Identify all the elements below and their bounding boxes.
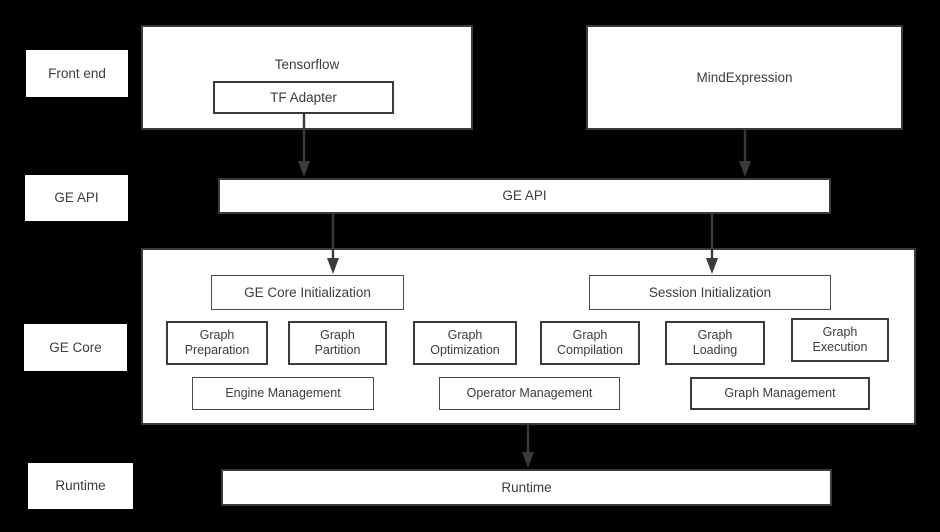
stage-label-ge-api-text: GE API <box>54 190 99 206</box>
tf-adapter-box[interactable]: TF Adapter <box>213 81 394 114</box>
module-graph-execution[interactable]: Graph Execution <box>791 318 889 362</box>
ge-core-initialization-box[interactable]: GE Core Initialization <box>211 275 404 310</box>
session-initialization-label: Session Initialization <box>648 284 772 300</box>
management-graph-label: Graph Management <box>724 386 836 401</box>
session-initialization-box[interactable]: Session Initialization <box>589 275 831 310</box>
module-graph-optimization[interactable]: Graph Optimization <box>413 321 517 365</box>
stage-label-front-end: Front end <box>26 50 128 97</box>
management-graph[interactable]: Graph Management <box>690 377 870 410</box>
arrow-tf-adapter-to-ge-api <box>296 113 312 179</box>
module-graph-optimization-label: Graph Optimization <box>430 328 500 357</box>
management-operator-label: Operator Management <box>466 386 593 401</box>
mindexpression-group: MindExpression <box>586 25 903 130</box>
stage-label-ge-core: GE Core <box>24 324 127 371</box>
module-graph-compilation[interactable]: Graph Compilation <box>540 321 640 365</box>
module-graph-loading-label: Graph Loading <box>692 328 738 357</box>
module-graph-partition[interactable]: Graph Partition <box>288 321 387 365</box>
stage-label-front-end-text: Front end <box>48 65 106 81</box>
tensorflow-title: Tensorflow <box>274 57 340 72</box>
ge-api-bar-label: GE API <box>502 188 547 204</box>
module-graph-preparation[interactable]: Graph Preparation <box>166 321 268 365</box>
module-graph-loading[interactable]: Graph Loading <box>665 321 765 365</box>
arrow-ge-core-to-runtime <box>520 424 536 470</box>
management-engine[interactable]: Engine Management <box>192 377 374 410</box>
runtime-bar-label: Runtime <box>501 479 552 495</box>
runtime-bar[interactable]: Runtime <box>221 469 832 506</box>
stage-label-ge-core-text: GE Core <box>49 339 102 355</box>
management-engine-label: Engine Management <box>225 386 341 401</box>
mindexpression-title: MindExpression <box>696 69 793 85</box>
management-operator[interactable]: Operator Management <box>439 377 620 410</box>
arrow-mindexpression-to-ge-api <box>737 129 753 179</box>
ge-core-initialization-label: GE Core Initialization <box>244 284 371 300</box>
stage-label-runtime-text: Runtime <box>55 478 106 494</box>
module-graph-partition-label: Graph Partition <box>314 328 361 357</box>
module-graph-compilation-label: Graph Compilation <box>556 328 623 357</box>
arrow-ge-api-to-session-initialization <box>704 213 720 276</box>
stage-label-runtime: Runtime <box>28 463 133 509</box>
module-graph-preparation-label: Graph Preparation <box>184 328 250 357</box>
tf-adapter-label: TF Adapter <box>270 89 337 105</box>
module-graph-execution-label: Graph Execution <box>812 325 868 354</box>
ge-api-bar[interactable]: GE API <box>218 178 831 214</box>
arrow-ge-api-to-ge-core-initialization <box>325 213 341 276</box>
stage-label-ge-api: GE API <box>25 175 128 221</box>
